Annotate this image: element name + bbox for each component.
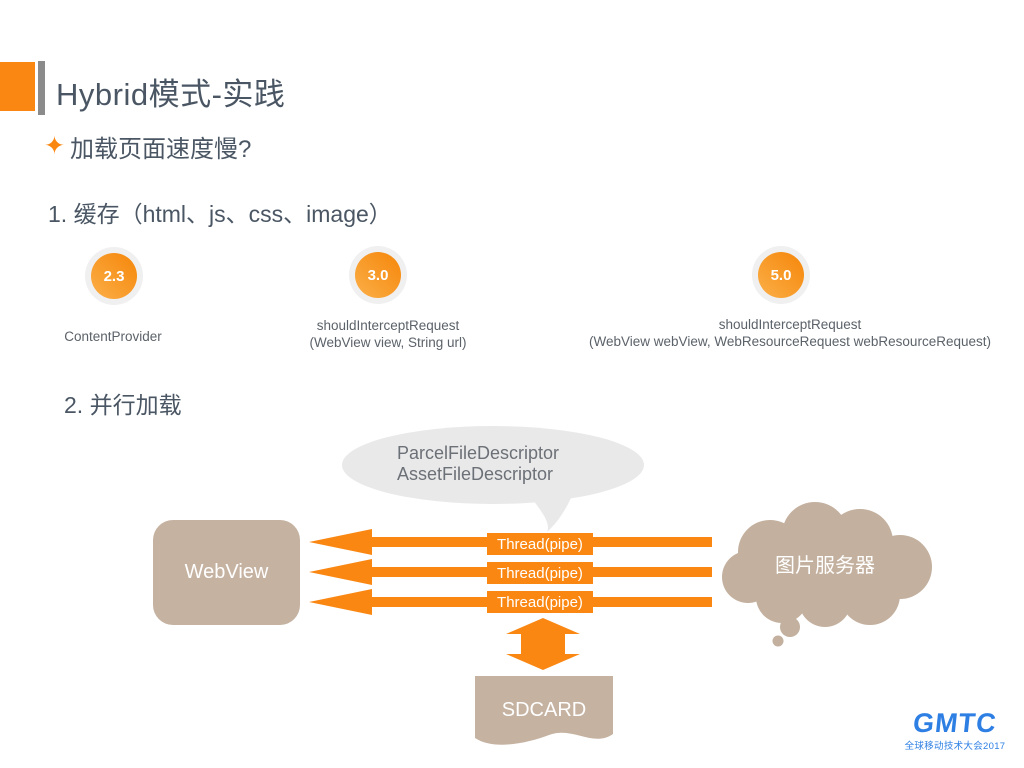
sdcard-node: SDCARD — [501, 699, 587, 721]
star-bullet-icon: ✦ — [44, 131, 65, 160]
slide-title: Hybrid模式-实践 — [56, 77, 286, 112]
speech-bubble-shape — [342, 426, 644, 532]
gmtc-logo-subtitle: 全球移动技术大会2017 — [904, 741, 1006, 752]
double-arrow-shaft — [521, 632, 565, 656]
arrow-left-icon — [309, 529, 372, 555]
thread-pipe-node: Thread(pipe) — [487, 533, 593, 555]
thread-pipe-node: Thread(pipe) — [487, 591, 593, 613]
thread-pipe-node: Thread(pipe) — [487, 562, 593, 584]
cloud-shape — [722, 502, 932, 647]
version-label-line: (WebView view, String url) — [309, 334, 467, 350]
arrow-left-icon — [309, 589, 372, 615]
version-badge-5-0: 5.0 — [752, 246, 810, 304]
sdcard-shape — [475, 676, 613, 745]
corner-accent-square — [0, 62, 35, 111]
numbered-item-cache: 1. 缓存（html、js、css、image） — [48, 201, 392, 227]
version-label-line: ContentProvider — [64, 329, 162, 344]
arrow-down-icon — [506, 654, 580, 670]
version-badge-3-0: 3.0 — [349, 246, 407, 304]
callout-line-1: ParcelFileDescriptor — [397, 443, 560, 463]
version-badge-5-0-value: 5.0 — [758, 252, 804, 298]
webview-node: WebView — [153, 520, 300, 625]
title-accent-bar — [38, 61, 45, 115]
version-label-line: (WebView webView, WebResourceRequest web… — [589, 333, 991, 349]
arrow-up-icon — [506, 618, 580, 634]
version-label-2-3: ContentProvider — [23, 329, 203, 346]
gmtc-logo-text: GMTC — [911, 708, 999, 738]
version-badge-2-3: 2.3 — [85, 247, 143, 305]
callout-line-2: AssetFileDescriptor — [397, 464, 554, 484]
bullet-text: 加载页面速度慢? — [69, 135, 252, 163]
version-label-5-0: shouldInterceptRequest (WebView webView,… — [562, 317, 1018, 350]
gmtc-logo: GMTC 全球移动技术大会2017 — [903, 708, 1007, 752]
bullet-row: ✦ 加载页面速度慢? — [44, 131, 252, 163]
version-label-line: shouldInterceptRequest — [718, 317, 862, 332]
version-badge-2-3-value: 2.3 — [91, 253, 137, 299]
callout-text: ParcelFileDescriptor AssetFileDescriptor — [397, 443, 559, 485]
image-server-node: 图片服务器 — [775, 555, 875, 577]
version-label-3-0: shouldInterceptRequest (WebView view, St… — [273, 318, 503, 351]
version-label-line: shouldInterceptRequest — [316, 318, 460, 333]
version-badge-3-0-value: 3.0 — [355, 252, 401, 298]
arrow-left-icon — [309, 559, 372, 585]
numbered-item-parallel-load: 2. 并行加载 — [64, 392, 182, 418]
